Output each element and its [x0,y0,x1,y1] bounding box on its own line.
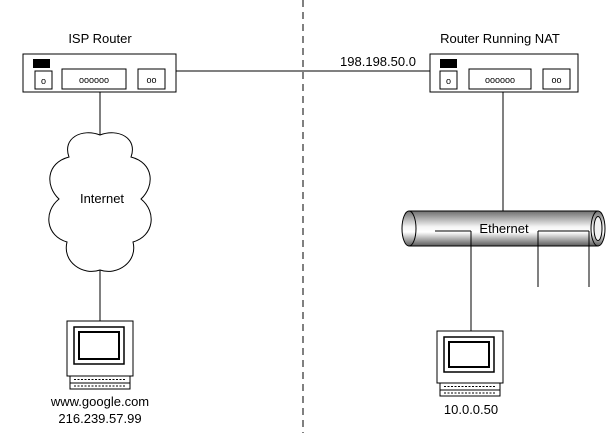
router-port-bank-label: oooooo [79,75,109,85]
isp-router: o oooooo oo [22,53,177,93]
server-computer [66,320,134,390]
nat-router-label: Router Running NAT [440,31,560,46]
router-port-bank [468,68,532,90]
nat-router: o oooooo oo [429,53,579,93]
router-display-icon [440,59,457,68]
router-port-bank-label: oooooo [485,75,515,85]
router-port-pair-label: oo [146,75,156,85]
internet-label: Internet [80,191,124,206]
router-port-pair [542,68,571,90]
router-port-bank [61,68,127,90]
client-computer [436,330,504,397]
router-port-single [34,70,53,90]
router-port-single-label: o [41,76,46,86]
server-ip-label: 216.239.57.99 [58,411,141,426]
client-ip-label: 10.0.0.50 [444,402,498,417]
router-display-icon [33,59,50,68]
router-port-pair [137,68,166,90]
ethernet-label: Ethernet [479,221,529,236]
server-host-label: www.google.com [50,394,149,409]
router-port-pair-label: oo [551,75,561,85]
router-port-single [439,70,458,90]
router-port-single-label: o [446,76,451,86]
isp-router-label: ISP Router [68,31,132,46]
ethernet-bus [401,210,606,247]
public-ip-label: 198.198.50.0 [340,54,416,69]
